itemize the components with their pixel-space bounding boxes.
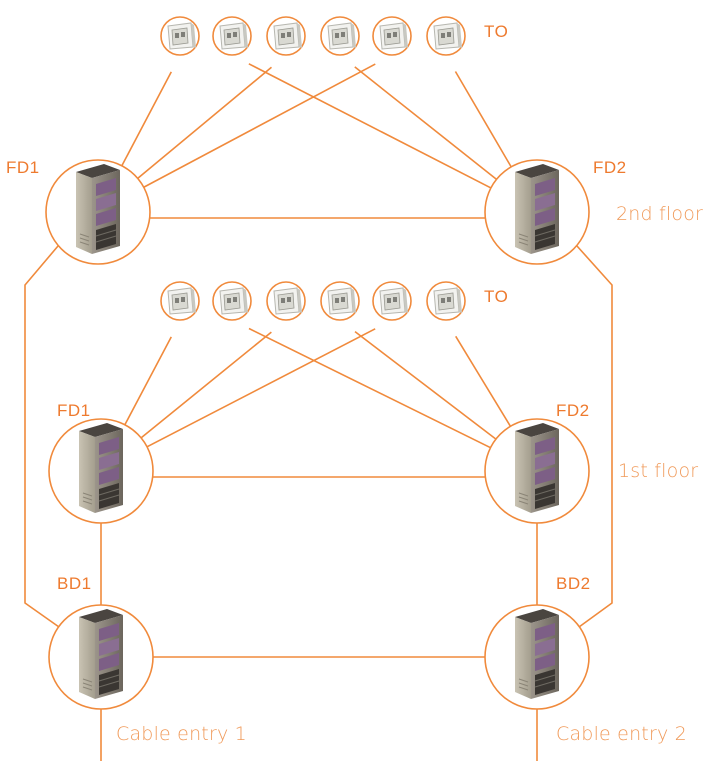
cable-fd1-to-1-4 xyxy=(146,328,376,448)
server-rack-icon xyxy=(514,608,560,700)
label-cable-entry-1: Cable entry 1 xyxy=(116,723,247,745)
label-bd2: BD2 xyxy=(556,574,591,593)
telecom-outlet-icon xyxy=(327,22,357,50)
telecom-outlet-icon xyxy=(219,22,249,50)
telecom-outlet-icon xyxy=(379,22,409,50)
label-cable-entry-2: Cable entry 2 xyxy=(556,723,687,745)
telecom-outlet-icon xyxy=(379,287,409,315)
telecom-outlet-icon xyxy=(327,287,357,315)
label-1st-floor: 1st floor xyxy=(618,460,699,482)
server-rack-icon xyxy=(78,422,124,514)
cable-fd1-to-0-4 xyxy=(143,63,376,188)
server-rack-icon xyxy=(514,422,560,514)
label-fd2-1st: FD2 xyxy=(556,401,590,420)
cable-fd2-to-1-5 xyxy=(455,335,512,427)
cable-fd2-to-1-1 xyxy=(248,327,491,449)
cable-fd2-to-0-3 xyxy=(354,66,498,180)
cable-fd2-to-0-1 xyxy=(248,63,492,189)
server-rack-icon xyxy=(78,608,124,700)
label-2nd-floor: 2nd floor xyxy=(616,203,704,225)
label-to-1st: TO xyxy=(484,287,509,306)
label-fd1-1st: FD1 xyxy=(57,401,91,420)
cable-fd1-to-1-2 xyxy=(140,331,272,439)
label-to-2nd: TO xyxy=(484,22,509,41)
telecom-outlet-icon xyxy=(433,22,463,50)
telecom-outlet-icon xyxy=(433,287,463,315)
server-rack-icon xyxy=(514,163,560,255)
riser-2nd-fd1-bd1 xyxy=(24,245,60,628)
riser-2nd-fd2-bd2 xyxy=(576,245,613,628)
cable-lines xyxy=(24,63,613,761)
server-rack-icon xyxy=(75,163,121,255)
cable-fd1-to-0-0 xyxy=(121,71,172,167)
cable-fd1-to-1-0 xyxy=(124,336,172,426)
cable-fd2-to-1-3 xyxy=(354,331,497,440)
label-fd1-2nd: FD1 xyxy=(6,158,40,177)
label-bd1: BD1 xyxy=(57,574,92,593)
telecom-outlet-icon xyxy=(219,287,249,315)
cable-fd2-to-0-5 xyxy=(454,71,512,168)
telecom-outlet-icon xyxy=(167,287,197,315)
telecom-outlet-icon xyxy=(273,22,303,50)
telecom-outlet-icon xyxy=(167,22,197,50)
cable-fd1-to-0-2 xyxy=(137,66,273,180)
telecom-outlet-icon xyxy=(273,287,303,315)
label-fd2-2nd: FD2 xyxy=(593,158,627,177)
